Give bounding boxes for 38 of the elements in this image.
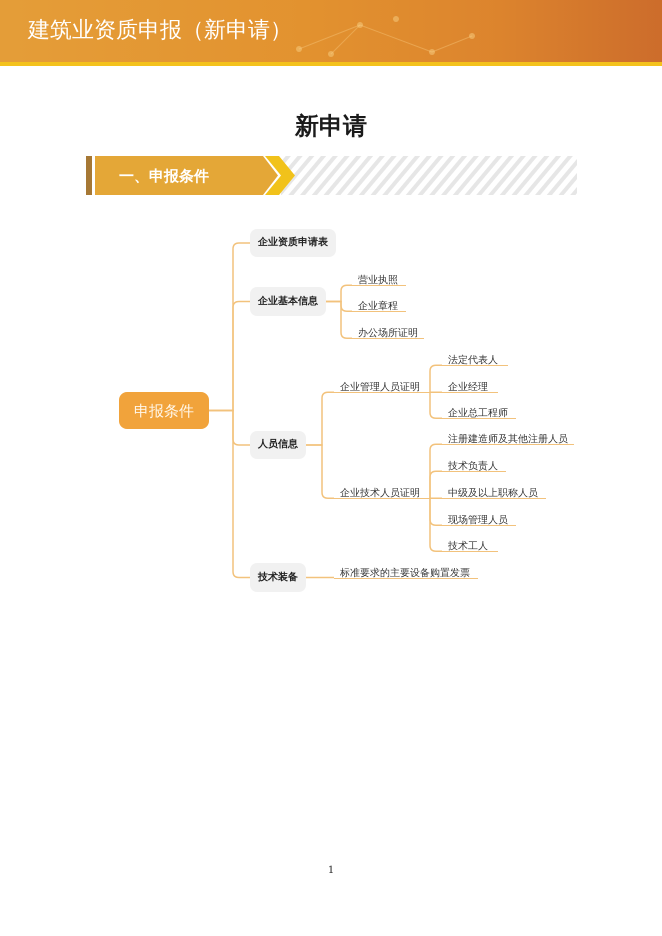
subtopic-label: 注册建造师及其他注册人员 (448, 434, 568, 446)
branch-connector (306, 576, 334, 578)
branch-connector (429, 498, 442, 552)
topic-label: 企业资质申请表 (258, 237, 328, 249)
topic-box (250, 431, 306, 459)
subtopic-label: 现场管理人员 (448, 515, 508, 527)
subtopic-label: 企业管理人员证明 (340, 382, 420, 394)
branch-connector (429, 392, 442, 419)
page-number: 1 (328, 865, 334, 877)
header-band (0, 0, 662, 62)
subtopic-label: 标准要求的主要设备购置发票 (340, 568, 470, 580)
section-heading: 一、申报条件 (119, 167, 209, 185)
branch-connector (430, 498, 442, 499)
topic-box (250, 229, 336, 257)
topic-box (250, 287, 326, 316)
topic-box (250, 563, 306, 592)
root-topic-label: 申报条件 (134, 402, 194, 420)
topic-label: 人员信息 (258, 439, 298, 451)
subtopic-label: 企业章程 (358, 301, 398, 313)
subtopic-label: 营业执照 (358, 275, 398, 287)
branch-connector (209, 410, 250, 578)
subtopic-label: 技术负责人 (448, 461, 498, 473)
subtopic-label: 法定代表人 (448, 355, 498, 367)
topic-label: 企业基本信息 (258, 296, 318, 308)
subtopic-label: 企业经理 (448, 382, 488, 394)
subtopic-label: 技术工人 (448, 541, 488, 553)
page-title: 新申请 (295, 111, 367, 141)
section-banner (86, 156, 577, 195)
branch-connector (430, 392, 442, 393)
subtopic-label: 企业技术人员证明 (340, 488, 420, 500)
topic-label: 技术装备 (258, 572, 298, 584)
subtopic-label: 办公场所证明 (358, 328, 418, 340)
branch-connector (326, 300, 352, 339)
header-title: 建筑业资质申报（新申请） (28, 17, 292, 45)
subtopic-label: 企业总工程师 (448, 408, 508, 420)
root-topic-box (119, 392, 209, 429)
subtopic-label: 中级及以上职称人员 (448, 488, 538, 500)
branch-connector (429, 470, 442, 499)
